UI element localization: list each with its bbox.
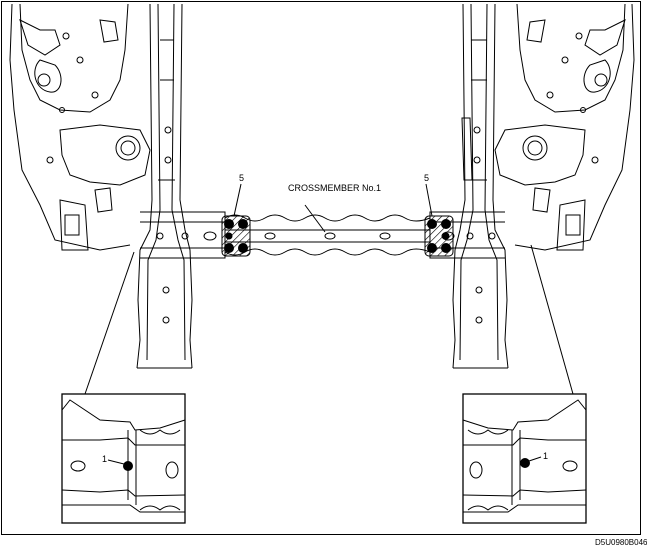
left-body-structure bbox=[9, 3, 151, 251]
left-bolt-group bbox=[221, 215, 251, 257]
crossmember bbox=[140, 204, 505, 259]
right-body-structure bbox=[461, 3, 635, 251]
figure-code: D5U0980B046 bbox=[595, 538, 647, 547]
crossmember-label: CROSSMEMBER No.1 bbox=[288, 183, 382, 193]
detail-box-left bbox=[61, 393, 186, 524]
leader-left-5 bbox=[233, 183, 242, 217]
right-frame-rail bbox=[452, 3, 509, 369]
figure-frame bbox=[1, 1, 641, 535]
zoom-line-left bbox=[84, 251, 135, 395]
detail-box-right bbox=[462, 393, 587, 524]
detail-left-callout-1: 1 bbox=[102, 454, 108, 464]
callout-5-right: 5 bbox=[424, 173, 430, 183]
callout-5-left: 5 bbox=[239, 173, 245, 183]
left-frame-rail bbox=[136, 3, 193, 369]
leader-right-5 bbox=[425, 183, 433, 217]
detail-right-callout-1: 1 bbox=[543, 451, 549, 461]
right-bolt-group bbox=[424, 215, 454, 257]
zoom-line-right bbox=[530, 244, 574, 395]
